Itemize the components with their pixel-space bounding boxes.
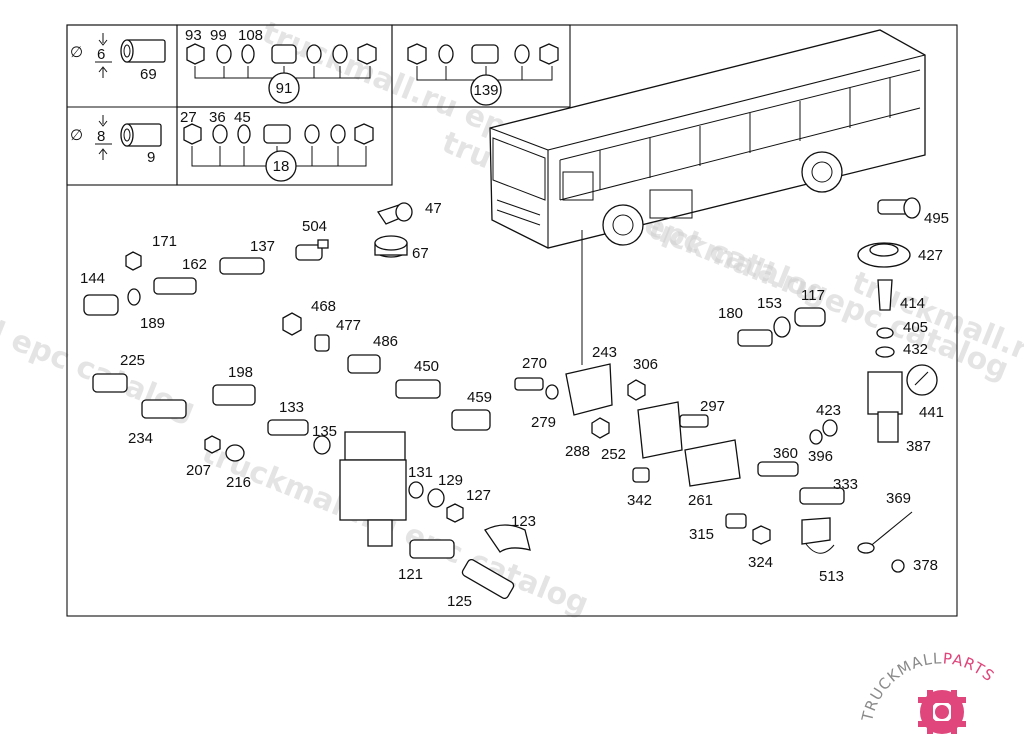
group-callout [265, 150, 297, 182]
part-label: 396 [808, 448, 833, 465]
group-label: 91 [276, 80, 293, 97]
part-label: 133 [279, 399, 304, 416]
part-label: 315 [689, 526, 714, 543]
part-label: 129 [438, 472, 463, 489]
bus-illustration [489, 29, 926, 249]
truckmall-logo: TRUCKMALLPARTS [858, 649, 997, 734]
dimension-value: 6 [97, 46, 105, 63]
part-label: 378 [913, 557, 938, 574]
part-label: 234 [128, 430, 153, 447]
part-label: 405 [903, 319, 928, 336]
part-label: 261 [688, 492, 713, 509]
part-label: 387 [906, 438, 931, 455]
diameter-symbol: ∅ [70, 44, 83, 61]
part-label: 123 [511, 513, 536, 530]
part-label: 495 [924, 210, 949, 227]
part-label: 36 [209, 109, 226, 126]
part-label: 137 [250, 238, 275, 255]
dimension-value: 9 [147, 149, 155, 166]
part-label: 427 [918, 247, 943, 264]
part-label: 252 [601, 446, 626, 463]
part-label: 216 [226, 474, 251, 491]
part-label: 117 [801, 287, 825, 304]
part-label: 198 [228, 364, 253, 381]
parts-layer [83, 197, 938, 599]
part-label: 144 [80, 270, 105, 287]
part-label: 279 [531, 414, 556, 431]
diameter-symbol: ∅ [70, 127, 83, 144]
part-label: 93 [185, 27, 202, 44]
part-label: 125 [447, 593, 472, 610]
part-label: 306 [633, 356, 658, 373]
part-label: 108 [238, 27, 263, 44]
part-label: 243 [592, 344, 617, 361]
part-label: 27 [180, 109, 197, 126]
dimension-value: 69 [140, 66, 157, 83]
part-label: 207 [186, 462, 211, 479]
part-labels: 47 67 495 427 414 405 432 441 387 423 39… [80, 200, 949, 610]
part-label: 99 [210, 27, 227, 44]
part-label: 360 [773, 445, 798, 462]
part-label: 131 [408, 464, 433, 481]
fitting-group [183, 123, 374, 167]
group-callout [268, 72, 300, 104]
part-label: 225 [120, 352, 145, 369]
part-label: 67 [412, 245, 429, 262]
group-callout [470, 74, 502, 106]
part-label: 45 [234, 109, 251, 126]
dimension-value: 8 [97, 128, 105, 145]
part-label: 450 [414, 358, 439, 375]
fitting-group [186, 43, 377, 79]
inset-tables: ∅ 6 69 ∅ 8 9 93 99 108 [66, 24, 571, 186]
part-label: 477 [336, 317, 361, 334]
part-label: 504 [302, 218, 327, 235]
fitting-group [407, 43, 559, 81]
group-label: 18 [273, 158, 290, 175]
part-label: 324 [748, 554, 773, 571]
part-label: 369 [886, 490, 911, 507]
part-label: 135 [312, 423, 337, 440]
part-label: 162 [182, 256, 207, 273]
part-label: 414 [900, 295, 925, 312]
part-label: 153 [757, 295, 782, 312]
part-label: 171 [152, 233, 177, 250]
part-label: 270 [522, 355, 547, 372]
part-label: 127 [466, 487, 491, 504]
part-label: 180 [718, 305, 743, 322]
part-label: 432 [903, 341, 928, 358]
part-label: 189 [140, 315, 165, 332]
part-label: 342 [627, 492, 652, 509]
part-label: 513 [819, 568, 844, 585]
part-label: 121 [398, 566, 423, 583]
part-label: 297 [700, 398, 725, 415]
part-label: 441 [919, 404, 944, 421]
part-label: 333 [833, 476, 858, 493]
group-label: 139 [473, 82, 498, 99]
part-label: 423 [816, 402, 841, 419]
part-label: 468 [311, 298, 336, 315]
gear-icon [918, 690, 966, 734]
part-label: 288 [565, 443, 590, 460]
part-label: 459 [467, 389, 492, 406]
part-label: 486 [373, 333, 398, 350]
part-label: 47 [425, 200, 442, 217]
